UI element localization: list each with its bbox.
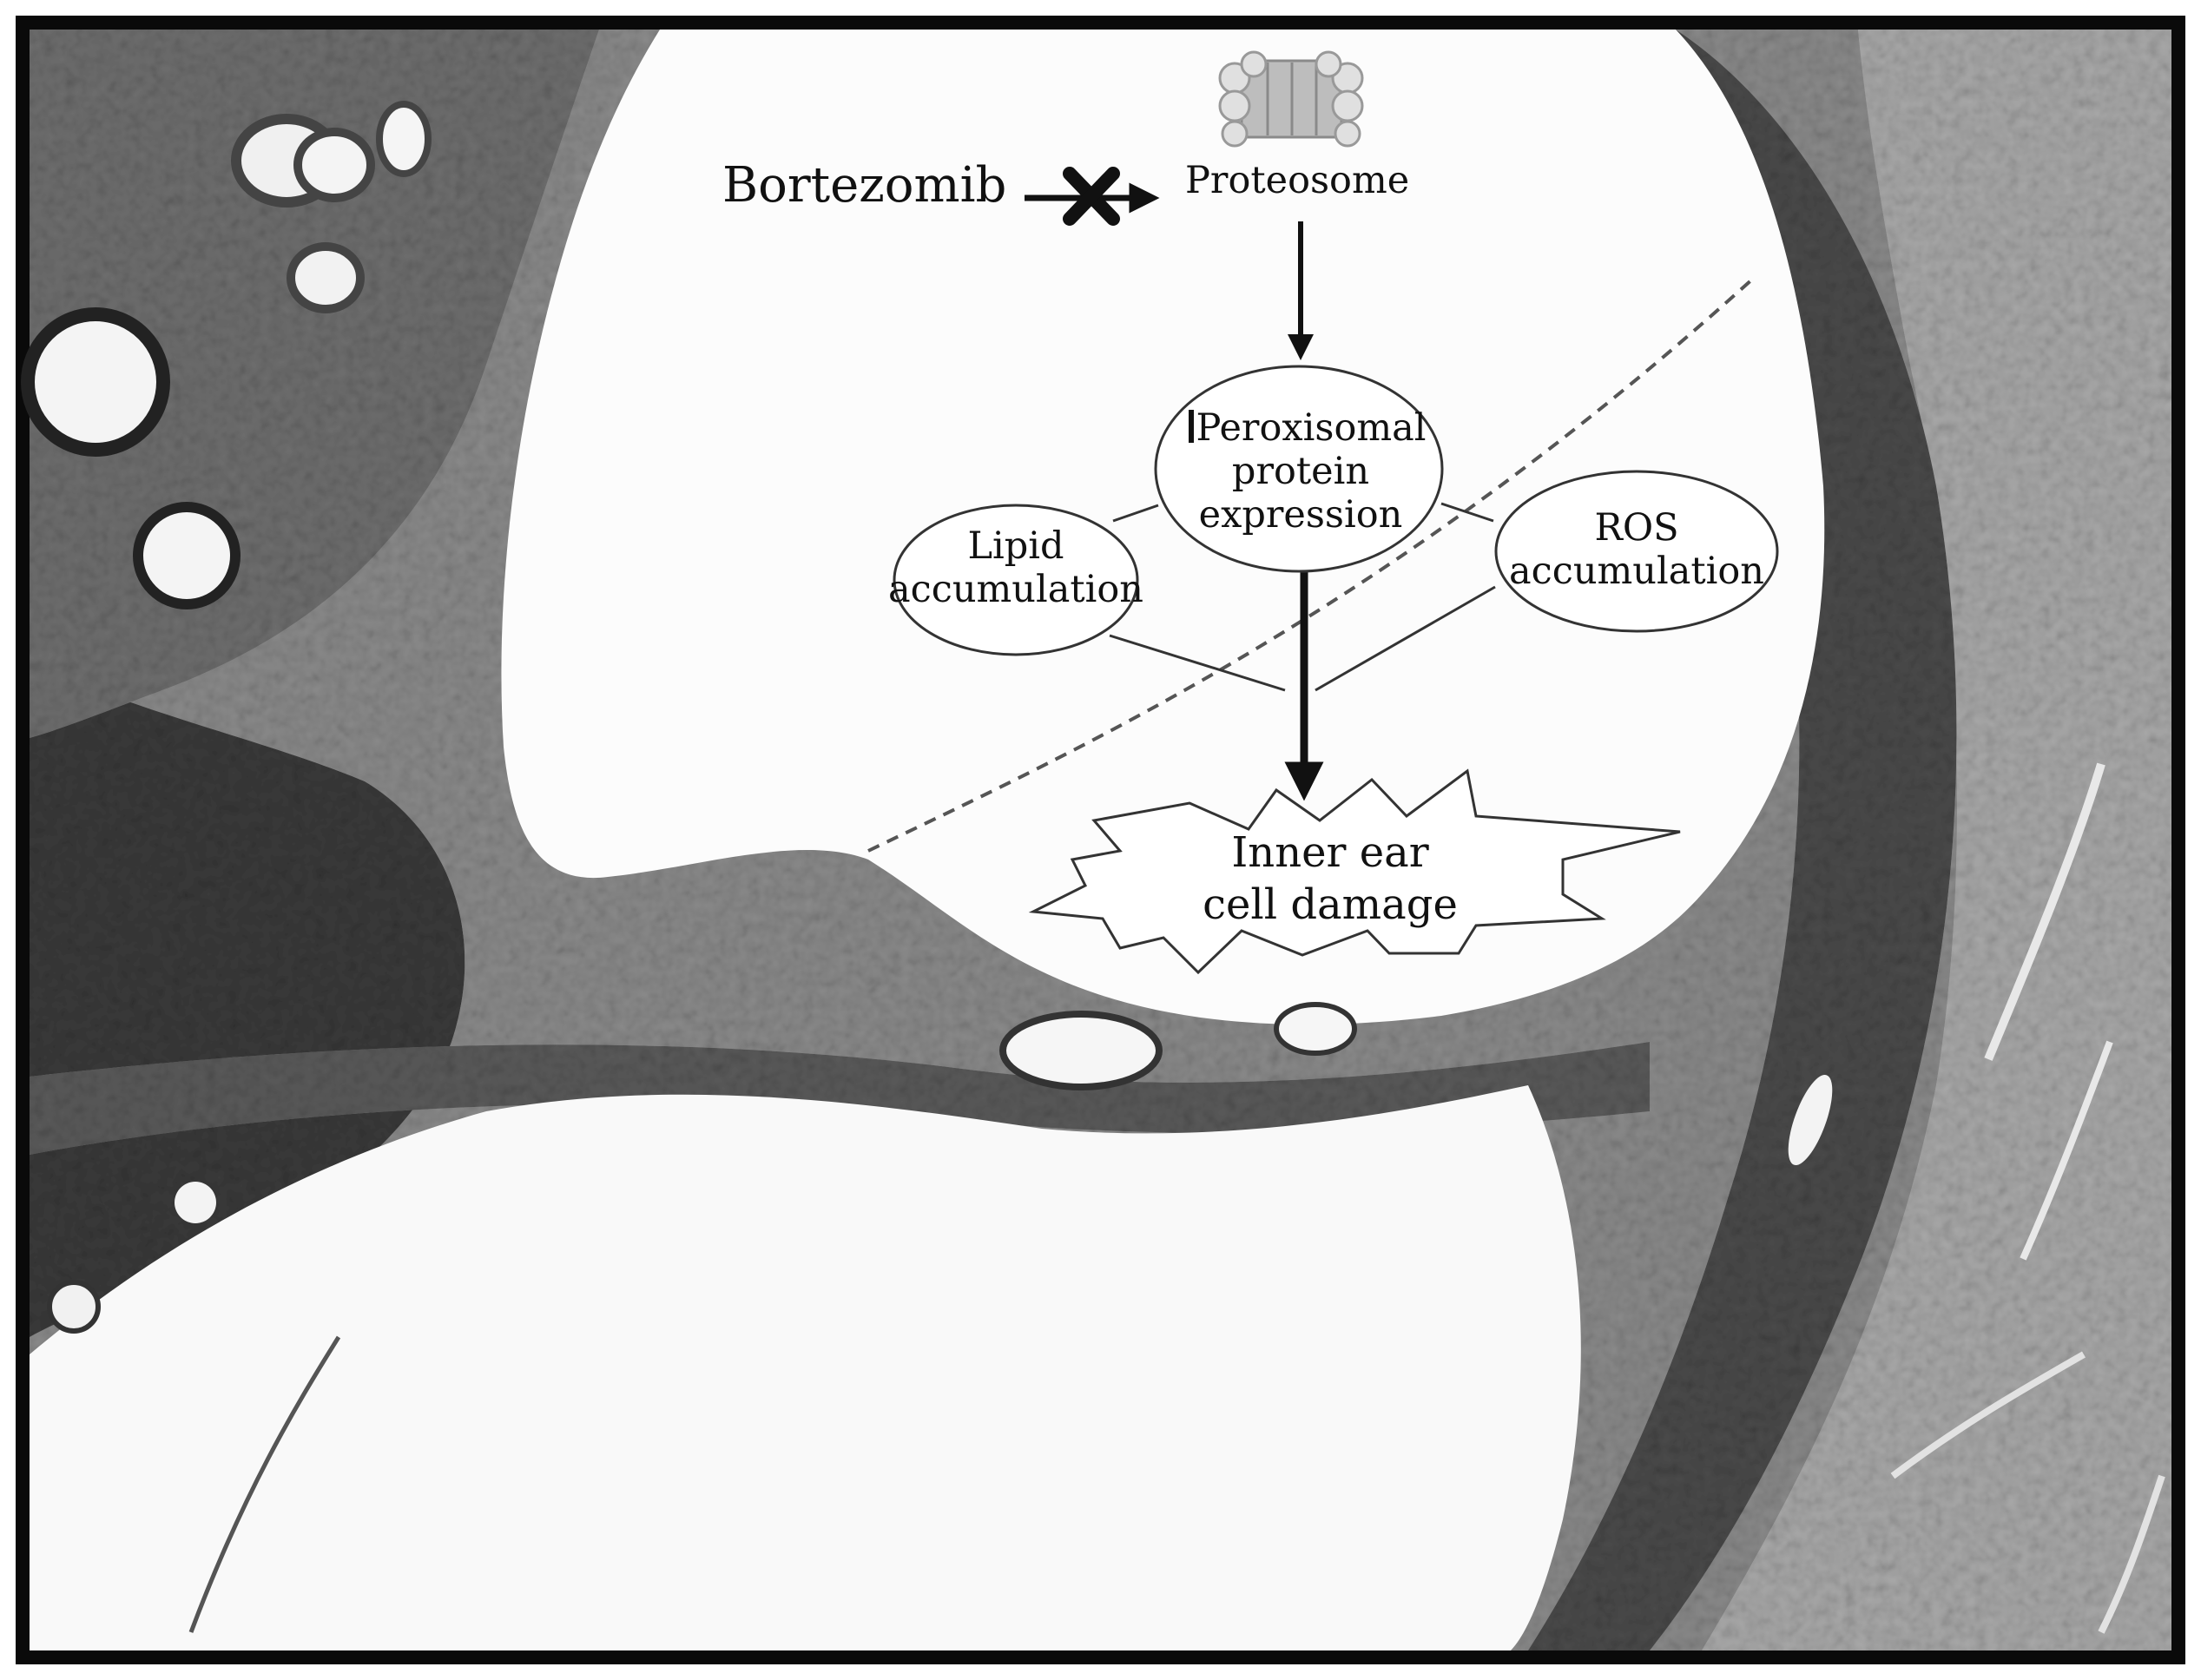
micrograph-background [16, 16, 2185, 1664]
vessel-lumen-5 [287, 242, 365, 313]
tissue-dark-band [1528, 30, 1957, 1650]
inner-ear-damage-node: Inner ear cell damage [1028, 768, 1681, 975]
streak-1 [1984, 762, 2105, 1061]
lipid-label-line2: accumulation [888, 568, 1143, 611]
damage-label-line1: Inner ear [1231, 828, 1428, 877]
membrane-line-upper [867, 276, 1756, 853]
proteasome-icon [1218, 50, 1364, 148]
tissue-bottom-strip [30, 1042, 1650, 1155]
target-label: Proteosome [1185, 159, 1409, 202]
peroxisomal-label-line3: expression [1199, 493, 1403, 537]
peroxisomal-label-line2: protein [1232, 450, 1369, 493]
lipid-accumulation-node: Lipid accumulation [888, 504, 1143, 656]
small-lumen-c [1788, 1074, 1833, 1166]
ros-label-line2: accumulation [1509, 550, 1764, 593]
pathway-diagram: Bortezomib Proteosome Peroxisomal protei… [722, 50, 1779, 975]
damage-label-line2: cell damage [1203, 880, 1458, 929]
upper-cavity [501, 30, 1825, 1024]
small-lumen-e [1274, 1002, 1357, 1056]
vessel-lumen-4 [293, 128, 375, 202]
peroxisomal-label-line1: Peroxisomal [1196, 406, 1426, 450]
peroxisomal-expression-node: Peroxisomal protein expression [1154, 365, 1444, 573]
lower-cavity [30, 1085, 1581, 1650]
starburst-shape [1028, 768, 1681, 975]
small-lumen-d [999, 1011, 1163, 1090]
vessel-lumen-1 [21, 307, 170, 457]
small-lumen-b [47, 1280, 101, 1334]
lipid-label-line1: Lipid [967, 524, 1064, 568]
streak-3 [1890, 1351, 2086, 1479]
small-lumen-a [175, 1182, 216, 1223]
vessel-lumen-6 [376, 101, 432, 177]
ros-accumulation-node: ROS accumulation [1494, 470, 1779, 633]
streak-2 [2020, 1040, 2113, 1261]
ros-label-line1: ROS [1594, 506, 1678, 550]
membrane-line-lower [188, 1335, 341, 1633]
tissue-right-region [1702, 30, 2171, 1650]
node-connectors [1109, 502, 1496, 692]
drug-label: Bortezomib [722, 157, 1006, 214]
streak-4 [2098, 1474, 2165, 1634]
vessel-lumen-2 [133, 502, 241, 609]
blocked-x-icon [1063, 167, 1120, 226]
